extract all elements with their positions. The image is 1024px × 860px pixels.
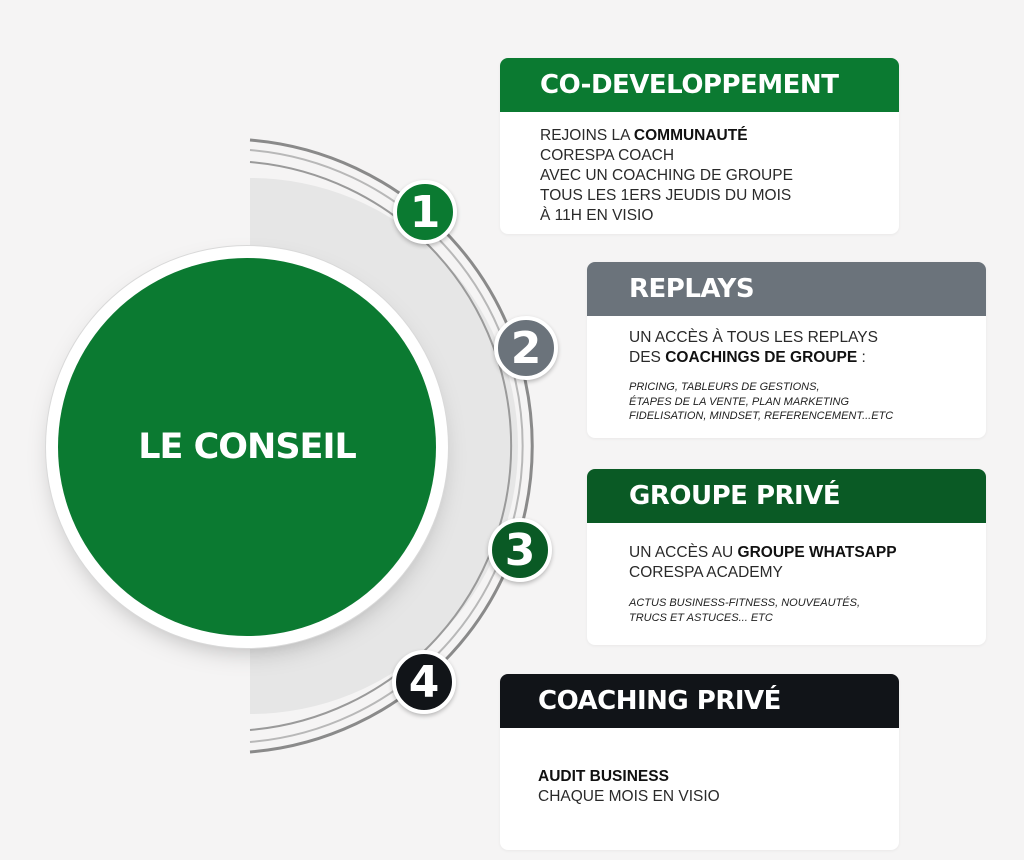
step-number-4: 4 xyxy=(408,656,440,708)
card-coaching-prive: COACHING PRIVÉ AUDIT BUSINESS CHAQUE MOI… xyxy=(500,674,899,850)
step-number-3: 3 xyxy=(504,524,536,576)
arc-inner xyxy=(249,161,513,731)
step-number-1: 1 xyxy=(409,186,441,238)
body-line: UN ACCÈS À TOUS LES REPLAYS xyxy=(629,329,878,346)
body-line: AVEC UN COACHING DE GROUPE xyxy=(540,167,793,184)
card-title: REPLAYS xyxy=(629,274,755,304)
body-line: CORESPA ACADEMY xyxy=(629,564,783,581)
step-badge-2: 2 xyxy=(494,316,558,380)
card-co-developpement: CO-DEVELOPPEMENT REJOINS LA COMMUNAUTÉ C… xyxy=(500,58,899,234)
card-header: CO-DEVELOPPEMENT xyxy=(500,58,899,112)
body-line: DES COACHINGS DE GROUPE : xyxy=(629,349,866,366)
detail-line: TRUCS ET ASTUCES... ETC xyxy=(629,611,773,624)
main-title: LE CONSEIL xyxy=(138,427,357,467)
card-header: GROUPE PRIVÉ xyxy=(587,469,986,523)
body-line: CHAQUE MOIS EN VISIO xyxy=(538,788,720,805)
card-body: AUDIT BUSINESS CHAQUE MOIS EN VISIO xyxy=(538,767,720,807)
card-detail: ACTUS BUSINESS-FITNESS, NOUVEAUTÉS, TRUC… xyxy=(629,596,860,625)
step-badge-1: 1 xyxy=(393,180,457,244)
card-title: GROUPE PRIVÉ xyxy=(629,481,841,511)
card-header: COACHING PRIVÉ xyxy=(500,674,899,728)
card-title: CO-DEVELOPPEMENT xyxy=(540,70,839,100)
step-badge-4: 4 xyxy=(392,650,456,714)
body-line: UN ACCÈS AU GROUPE WHATSAPP xyxy=(629,544,897,561)
detail-line: FIDELISATION, MINDSET, REFERENCEMENT...E… xyxy=(629,410,894,422)
card-title: COACHING PRIVÉ xyxy=(538,686,781,716)
card-body: REJOINS LA COMMUNAUTÉ CORESPA COACH AVEC… xyxy=(540,126,793,226)
card-header: REPLAYS xyxy=(587,262,986,316)
card-body: UN ACCÈS AU GROUPE WHATSAPP CORESPA ACAD… xyxy=(629,543,897,583)
body-line: CORESPA COACH xyxy=(540,147,675,164)
detail-line: PRICING, TABLEURS DE GESTIONS, xyxy=(629,381,820,393)
card-replays: REPLAYS UN ACCÈS À TOUS LES REPLAYS DES … xyxy=(587,262,986,438)
body-line: REJOINS LA COMMUNAUTÉ xyxy=(540,127,748,144)
arc-outer xyxy=(249,138,534,754)
card-detail: PRICING, TABLEURS DE GESTIONS, ÉTAPES DE… xyxy=(629,380,893,424)
body-line: À 11H EN VISIO xyxy=(540,207,654,224)
detail-line: ACTUS BUSINESS-FITNESS, NOUVEAUTÉS, xyxy=(629,597,861,609)
body-line: TOUS LES 1ERS JEUDIS DU MOIS xyxy=(540,187,792,204)
step-number-2: 2 xyxy=(510,322,542,374)
detail-line: ÉTAPES DE LA VENTE, PLAN MARKETING xyxy=(629,395,850,408)
card-groupe-prive: GROUPE PRIVÉ UN ACCÈS AU GROUPE WHATSAPP… xyxy=(587,469,986,645)
step-badge-3: 3 xyxy=(488,518,552,582)
arc-middle xyxy=(249,149,524,743)
body-line: AUDIT BUSINESS xyxy=(538,768,669,785)
card-body: UN ACCÈS À TOUS LES REPLAYS DES COACHING… xyxy=(629,328,878,368)
main-circle: LE CONSEIL xyxy=(58,258,436,636)
